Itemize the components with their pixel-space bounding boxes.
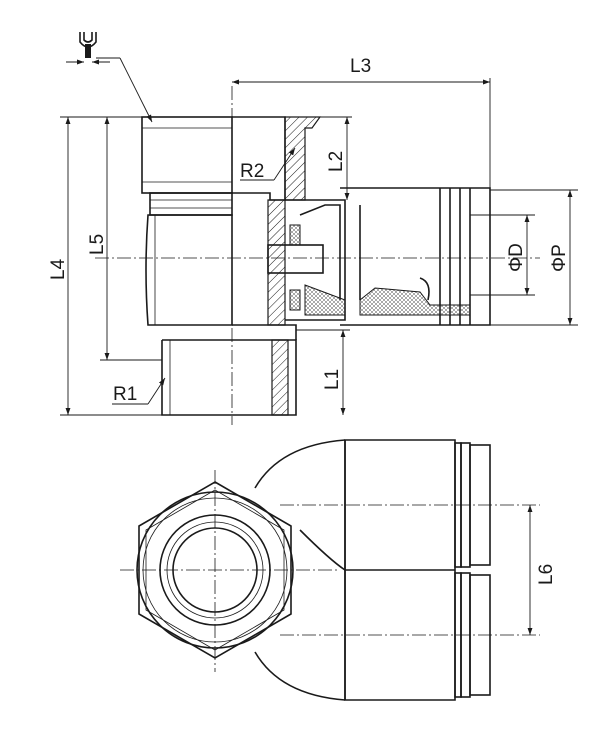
label-l2: L2 (326, 151, 347, 172)
bottom-view: L6 (120, 439, 557, 701)
label-l6: L6 (536, 564, 557, 585)
label-l3: L3 (350, 56, 371, 77)
label-l5: L5 (87, 234, 108, 255)
label-phi-d: ΦD (506, 243, 527, 272)
label-r2: R2 (240, 161, 264, 182)
label-l4: L4 (48, 258, 69, 280)
label-l1: L1 (322, 369, 343, 390)
label-r1: R1 (113, 384, 137, 405)
wrench-icon (66, 32, 153, 123)
label-phi-p: ΦP (549, 244, 570, 272)
front-view: L3 L4 L5 L2 R2 L1 R1 ΦD Φ (48, 32, 578, 425)
